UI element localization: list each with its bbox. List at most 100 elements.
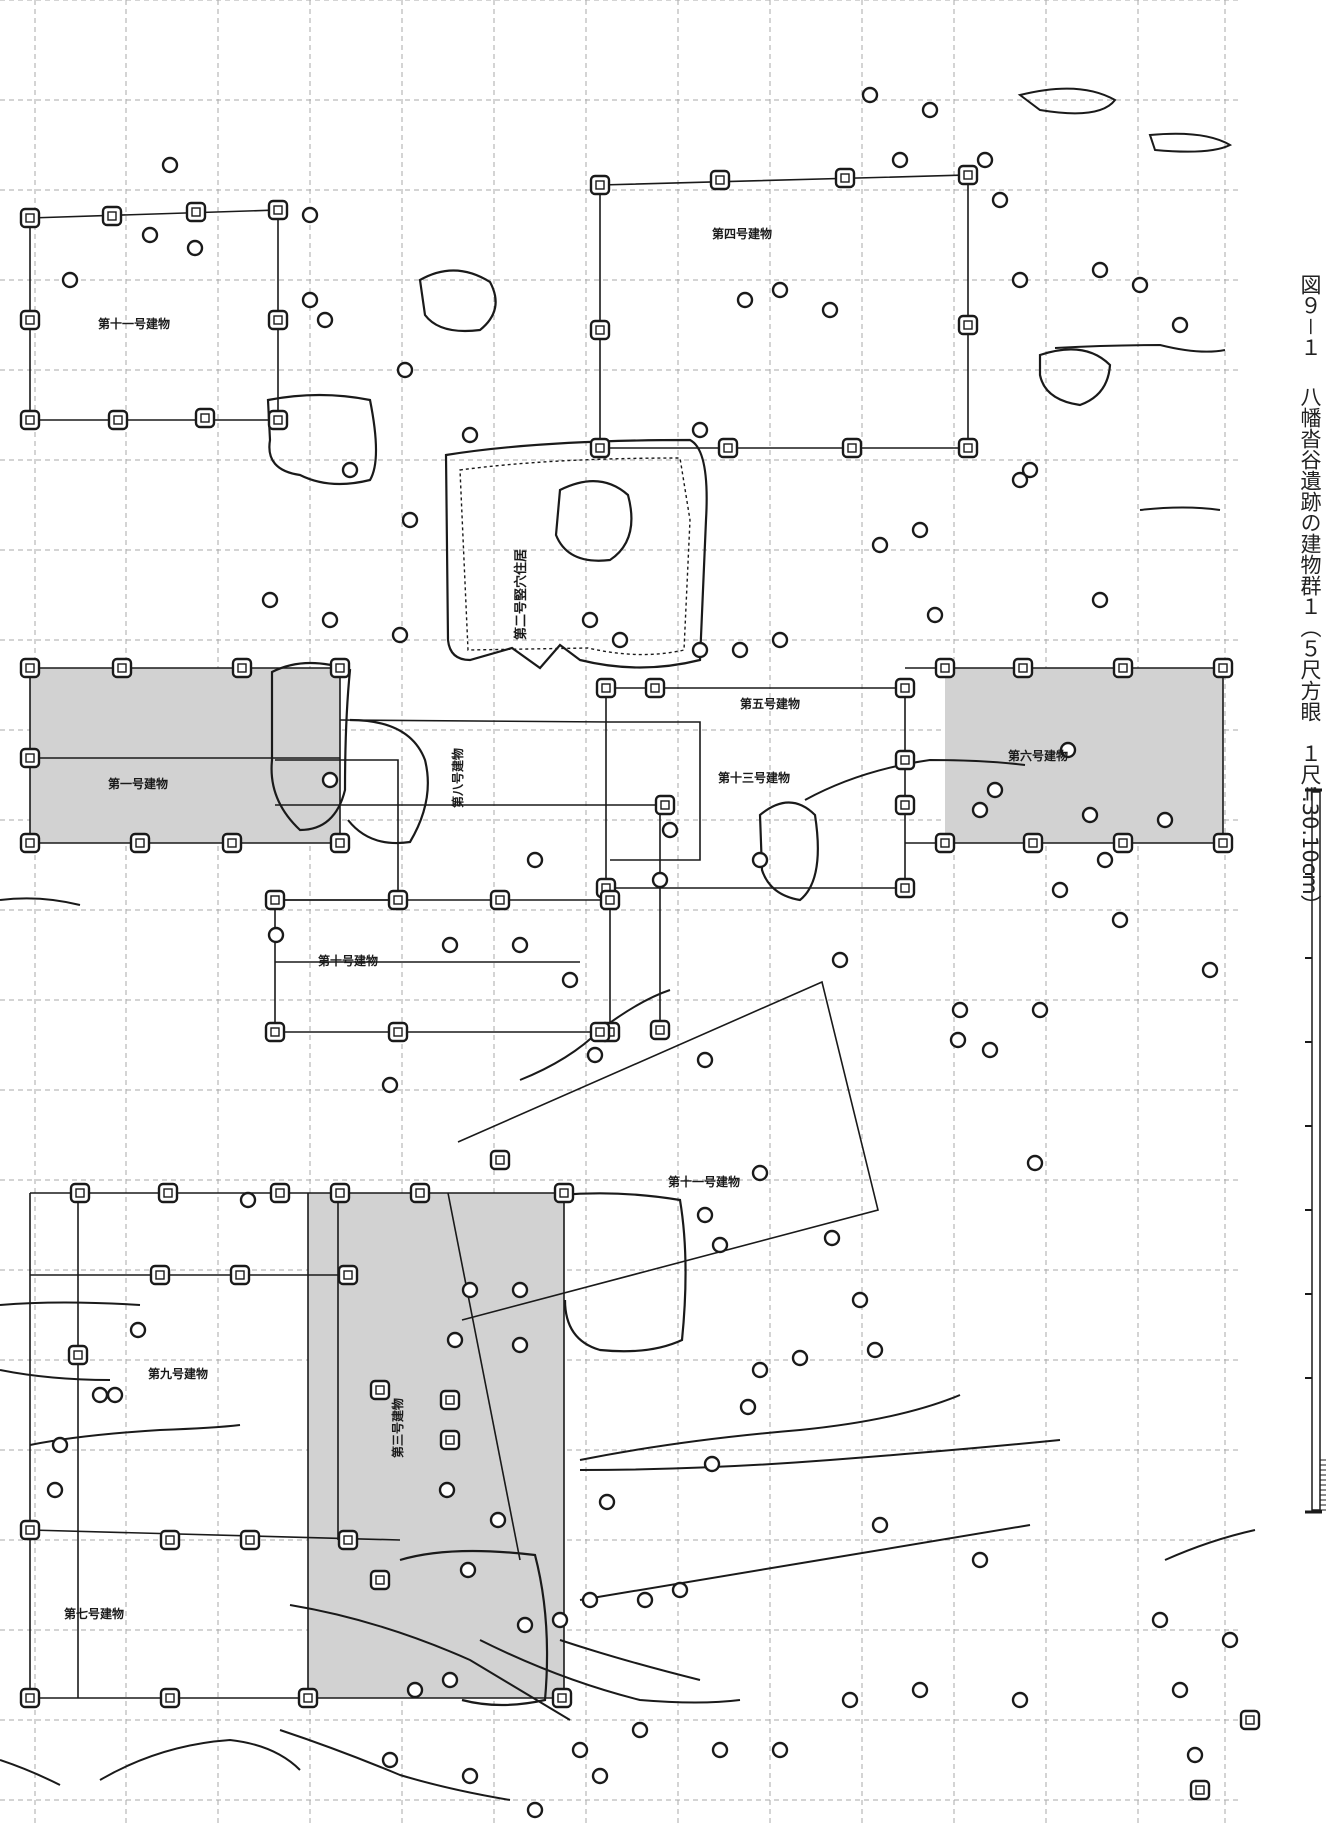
post-hole-core: [595, 180, 605, 190]
outline-b8-top: [339, 719, 611, 723]
post-hole-round: [598, 1493, 616, 1511]
post-hole-core: [343, 1270, 353, 1280]
post-hole-round: [739, 1398, 757, 1416]
post-hole-core: [655, 1025, 665, 1035]
post-hole-core: [900, 683, 910, 693]
post-hole-core: [1118, 838, 1128, 848]
post-hole-round: [526, 1801, 544, 1819]
post-hole-round: [751, 851, 769, 869]
post-hole-core: [25, 213, 35, 223]
post-hole-round: [186, 239, 204, 257]
post-hole-round: [1011, 271, 1029, 289]
large-pit-5: [347, 718, 429, 845]
post-hole-round: [1096, 851, 1114, 869]
post-hole-round: [791, 1349, 809, 1367]
post-hole-round: [438, 1481, 456, 1499]
post-hole-core: [840, 173, 850, 183]
post-hole-round: [1059, 741, 1077, 759]
post-hole-round: [1021, 461, 1039, 479]
post-hole-core: [900, 883, 910, 893]
shade-building-1: [30, 668, 340, 843]
post-hole-round: [981, 1041, 999, 1059]
post-hole-round: [971, 801, 989, 819]
post-hole-core: [75, 1188, 85, 1198]
label-b10: 第十一号建物: [668, 1174, 740, 1189]
post-hole-round: [691, 641, 709, 659]
ditch-19: [0, 1759, 61, 1786]
post-hole-round: [91, 1386, 109, 1404]
post-hole-round: [511, 936, 529, 954]
post-hole-round: [46, 1481, 64, 1499]
post-hole-core: [393, 1027, 403, 1037]
post-hole-round: [751, 1164, 769, 1182]
large-pit-8: [399, 1549, 549, 1707]
post-hole-round: [1156, 811, 1174, 829]
pit-house-2: [444, 438, 708, 670]
post-hole-core: [445, 1395, 455, 1405]
post-hole-round: [511, 1336, 529, 1354]
post-hole-round: [871, 1516, 889, 1534]
post-hole-round: [461, 1767, 479, 1785]
post-hole-round: [571, 1741, 589, 1759]
post-hole-round: [736, 291, 754, 309]
ditch-8: [0, 1369, 111, 1381]
post-hole-round: [261, 591, 279, 609]
ditch-16: [279, 1729, 511, 1801]
ditch-15: [559, 1639, 701, 1681]
post-hole-round: [301, 206, 319, 224]
post-hole-core: [1218, 838, 1228, 848]
post-hole-round: [301, 291, 319, 309]
post-hole-core: [595, 1027, 605, 1037]
post-hole-round: [1131, 276, 1149, 294]
post-hole-core: [165, 1693, 175, 1703]
post-hole-round: [711, 1236, 729, 1254]
post-hole-round: [516, 1616, 534, 1634]
post-hole-core: [165, 1535, 175, 1545]
label-b6: 第八号建物: [450, 748, 465, 808]
post-hole-core: [303, 1693, 313, 1703]
post-hole-round: [267, 926, 285, 944]
label-b3: 第四号建物: [712, 226, 772, 241]
post-hole-core: [163, 1188, 173, 1198]
post-hole-core: [135, 838, 145, 848]
post-hole-round: [831, 951, 849, 969]
post-hole-round: [401, 511, 419, 529]
post-hole-round: [381, 1076, 399, 1094]
ditch-17: [99, 1738, 301, 1781]
post-hole-round: [751, 1361, 769, 1379]
post-hole-core: [1218, 663, 1228, 673]
post-hole-core: [559, 1188, 569, 1198]
ditch-7: [0, 1301, 141, 1306]
post-hole-core: [25, 1693, 35, 1703]
post-hole-core: [375, 1575, 385, 1585]
outline-b3: [599, 174, 969, 449]
post-hole-round: [1091, 591, 1109, 609]
label-b1: 第十一号建物: [98, 316, 170, 331]
large-pit-9: [1038, 348, 1112, 407]
post-holes: [19, 86, 1261, 1819]
scale-bar-ticks: [1305, 873, 1326, 1511]
ditch-18: [1164, 1529, 1256, 1561]
label-b9: 第十号建物: [318, 953, 378, 968]
post-hole-core: [335, 1188, 345, 1198]
post-hole-core: [335, 663, 345, 673]
post-hole-core: [940, 663, 950, 673]
post-hole-round: [591, 1767, 609, 1785]
post-hole-round: [1171, 1681, 1189, 1699]
post-hole-core: [155, 1270, 165, 1280]
post-hole-round: [446, 1331, 464, 1349]
post-hole-round: [1186, 1746, 1204, 1764]
post-hole-round: [871, 536, 889, 554]
post-hole-core: [963, 170, 973, 180]
post-hole-core: [200, 413, 210, 423]
outline-b6: [905, 667, 1224, 844]
post-hole-round: [711, 1741, 729, 1759]
label-b8: 第六号建物: [1008, 748, 1068, 763]
post-hole-core: [415, 1188, 425, 1198]
post-hole-round: [106, 1386, 124, 1404]
post-hole-core: [25, 663, 35, 673]
ditch-1: [1017, 87, 1117, 115]
post-hole-round: [861, 86, 879, 104]
post-hole-round: [851, 1291, 869, 1309]
post-hole-core: [557, 1693, 567, 1703]
